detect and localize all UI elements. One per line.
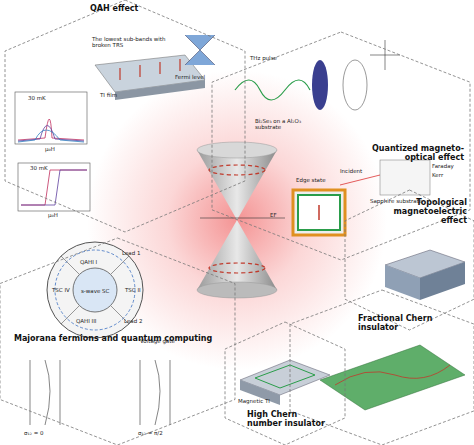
annotation-label: σ₁₂ = π/2 bbox=[138, 430, 183, 436]
beam bbox=[340, 175, 380, 185]
setup-panel bbox=[380, 160, 430, 195]
panel-heading: QAH effect bbox=[90, 4, 170, 13]
annotation-label: TSC II bbox=[125, 287, 155, 293]
panel-heading: High Chern number insulator bbox=[247, 410, 327, 428]
annotation-label: μ₀H bbox=[48, 212, 78, 218]
annotation-label: EF bbox=[270, 212, 285, 218]
cone-bottom bbox=[197, 282, 277, 298]
hexagon-panel: Majorana fermions and quantum computing bbox=[0, 238, 235, 445]
plot-frame bbox=[18, 163, 90, 211]
spin-texture bbox=[209, 263, 265, 273]
hexagon-panel: Topological magnetoelectric effect bbox=[345, 190, 474, 330]
plot-curve bbox=[18, 126, 84, 142]
hexagon-border bbox=[225, 322, 345, 445]
annotation-label: QAHI III bbox=[76, 318, 111, 324]
annotation-label: Voltage gate bbox=[140, 338, 190, 344]
annotation-label: Fermi level bbox=[175, 74, 215, 80]
hexagon-border bbox=[345, 190, 474, 330]
hexagon-panel: High Chern number insulator bbox=[225, 322, 345, 445]
spin-arrows bbox=[120, 59, 180, 80]
annotation-label: TI film bbox=[100, 92, 130, 98]
axes bbox=[370, 40, 400, 70]
hexagon-panel: Quantized magneto-optical effect bbox=[212, 32, 470, 260]
cone-top bbox=[197, 142, 277, 158]
annotation-label: Magnetic TI bbox=[238, 398, 288, 404]
hysteresis-curve bbox=[21, 170, 87, 205]
annotation-label: Lead 2 bbox=[124, 318, 154, 324]
polarizer bbox=[343, 60, 367, 110]
hexagon-border bbox=[212, 32, 470, 260]
annotation-label: TSC IV bbox=[52, 287, 82, 293]
edge-state-inner bbox=[298, 195, 340, 230]
panel-heading: Quantized magneto-optical effect bbox=[364, 144, 464, 162]
annotation-label: Edge state bbox=[296, 177, 336, 183]
upper-cone bbox=[197, 150, 277, 220]
fci-plane bbox=[320, 345, 465, 410]
annotation-label: s-wave SC bbox=[81, 288, 111, 294]
flux-line bbox=[335, 365, 450, 385]
thz-wave bbox=[235, 80, 310, 100]
annotation-label: Incident bbox=[340, 168, 375, 174]
hexagon-outline bbox=[5, 0, 245, 232]
sc-center bbox=[73, 268, 117, 312]
tme-slab-front bbox=[420, 262, 465, 300]
ring-dividers bbox=[61, 256, 129, 324]
dirac-cone-small bbox=[185, 35, 215, 65]
annotation-label: THz pulse bbox=[250, 55, 290, 61]
annotation-label: Sapphire substrate bbox=[370, 198, 425, 204]
annotation-label: 30 mK bbox=[30, 165, 60, 171]
annotation-label: σ₁₂ = 0 bbox=[24, 430, 64, 436]
annotation-label: Bi₂Se₃ on a Al₂O₃ substrate bbox=[255, 118, 315, 130]
panel-heading: Majorana fermions and quantum computing bbox=[14, 334, 214, 343]
ti-film-side bbox=[115, 80, 205, 100]
plot-frame bbox=[15, 92, 87, 144]
edge-state-box bbox=[293, 190, 345, 235]
plot-curve bbox=[18, 130, 84, 142]
hexagon-border bbox=[0, 238, 235, 445]
annotation-label: Faraday bbox=[432, 163, 467, 169]
annotation-label: Lead 1 bbox=[122, 250, 152, 256]
chiral-edge bbox=[255, 365, 315, 388]
sample-plate bbox=[312, 60, 328, 110]
braid-diagram bbox=[30, 360, 170, 425]
annotation-label: 30 mK bbox=[28, 95, 58, 101]
panel-heading: Fractional Chern insulator bbox=[358, 314, 438, 332]
annotation-label: μ₀H bbox=[45, 146, 75, 152]
hexagon-border bbox=[5, 0, 245, 232]
plot-curve bbox=[18, 119, 84, 140]
hexagon-panel: QAH effect bbox=[5, 0, 245, 232]
annotation-label: Kerr bbox=[432, 172, 462, 178]
tme-slab-side bbox=[385, 265, 420, 300]
annotation-label: The lowest sub-bands with broken TRS bbox=[92, 36, 167, 48]
spin-texture bbox=[209, 165, 265, 175]
annotation-label: QAHI I bbox=[80, 259, 110, 265]
magnetization-arrow bbox=[318, 205, 320, 220]
hysteresis-curve bbox=[21, 170, 87, 205]
